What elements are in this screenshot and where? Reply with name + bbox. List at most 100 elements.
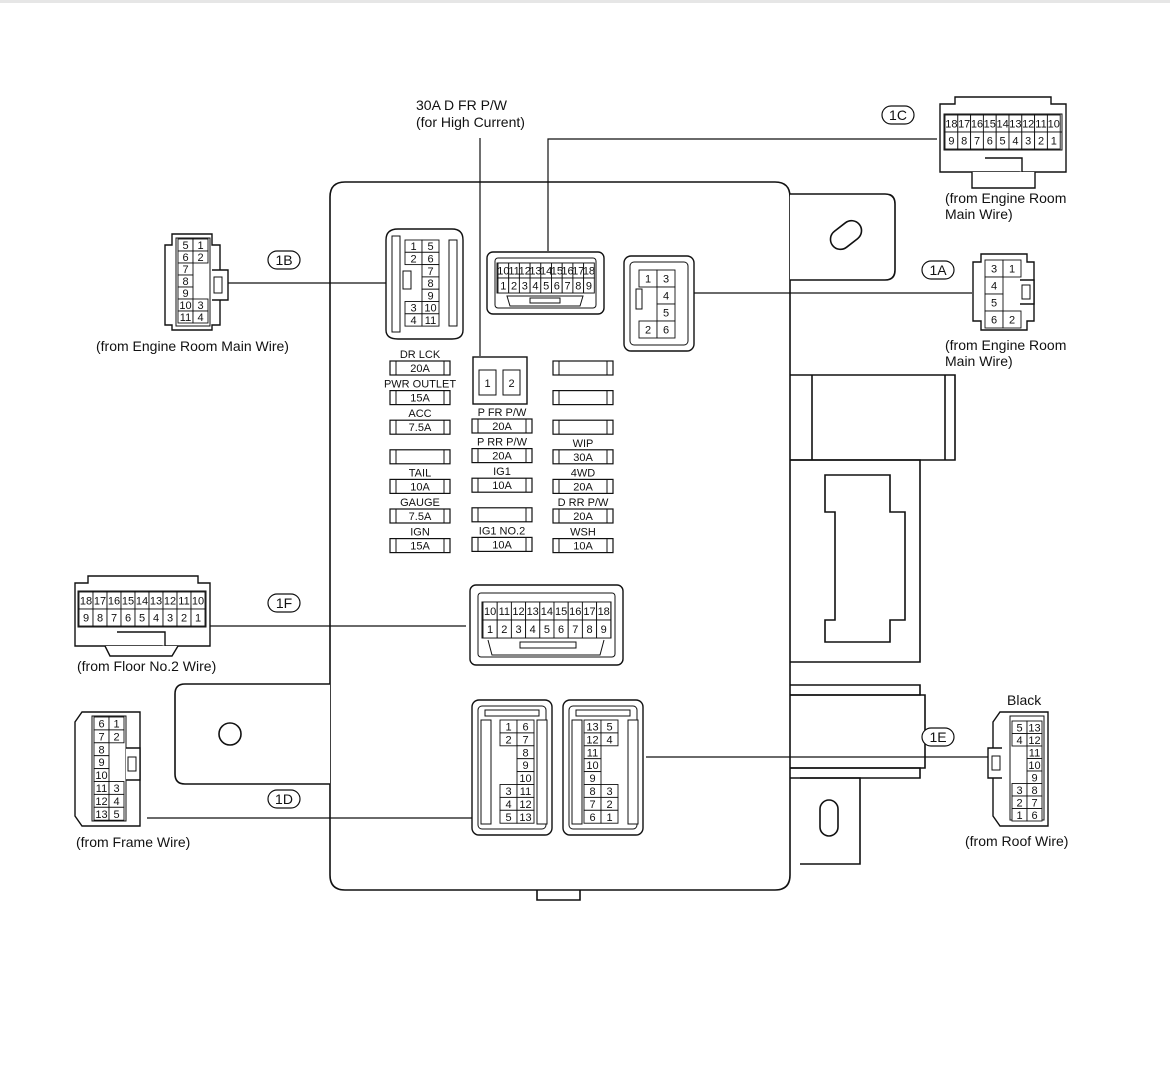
svg-text:1B: 1B: [275, 252, 292, 268]
connector-1b-pin-cell: [192, 250, 209, 264]
fuse-middle: [471, 448, 533, 464]
connector-1a-socket-pin: 1: [645, 274, 651, 286]
connector-1f-socket-pin: 15: [555, 606, 567, 618]
connector-1c-socket-pin: 10: [497, 266, 509, 278]
connector-1a-pin: 4: [991, 281, 997, 293]
fuse-left-rating: 20A: [410, 363, 430, 375]
fuse-middle-rating: 10A: [492, 539, 512, 551]
connector-1b-socket-pin: 9: [427, 290, 433, 302]
connector-1c-socket-pin: 8: [575, 281, 581, 293]
connector-1d-pin: 13: [95, 809, 107, 821]
connector-1c-pin: 17: [958, 119, 970, 131]
caption-1c-line-1: (from Engine Room: [945, 190, 1066, 206]
center-relay: 1 2: [472, 356, 528, 405]
top-label-line-2: (for High Current): [416, 114, 525, 130]
fuse-left-rating: 15A: [410, 393, 430, 405]
connector-1c-pin: 10: [1048, 119, 1060, 131]
fuse-middle: [471, 536, 533, 553]
connector-1b-socket-pin: 8: [427, 278, 433, 290]
connector-1f-pin: 9: [83, 613, 89, 625]
connector-1d-pin: 1: [113, 718, 119, 730]
fuse-middle-label: IG1: [493, 466, 511, 478]
connector-1c-pin: 12: [1022, 119, 1034, 131]
fuse-right-rating: 10A: [573, 541, 593, 553]
connector-1b-pin: 8: [182, 276, 188, 288]
caption-1d: (from Frame Wire): [76, 834, 190, 850]
connector-1f-pin: 12: [164, 596, 176, 608]
connector-1b-socket-pin-cell: [421, 313, 440, 327]
connector-1c-socket-pin: 5: [543, 281, 549, 293]
leader-lines: [147, 138, 992, 819]
connector-1b-socket-pin: 10: [424, 303, 436, 315]
fuse-middle: [471, 507, 533, 523]
svg-text:1D: 1D: [275, 791, 293, 807]
connector-1e-pin: 3: [1016, 785, 1022, 797]
fuse-left: [389, 419, 451, 435]
connector-1c-pin: 2: [1038, 136, 1044, 148]
connector-1d-pin: 7: [98, 731, 104, 743]
connector-1c-socket-pin: 17: [572, 266, 584, 278]
connector-1c-socket-pin: 1: [500, 281, 506, 293]
connector-1a-socket-pin: 3: [663, 274, 669, 286]
fuse-right-rating: 30A: [573, 452, 593, 464]
connector-1a-pin: 6: [991, 315, 997, 327]
fuse-left: [389, 478, 451, 494]
connector-1f-pin: 13: [150, 596, 162, 608]
fuse-left-label: PWR OUTLET: [384, 379, 456, 391]
connector-1e-socket-pin: 8: [589, 786, 595, 798]
connector-1f-pin: 17: [94, 596, 106, 608]
fuse-left: [389, 508, 451, 524]
connector-1d-pin-cell: [108, 806, 125, 821]
connector-1f-pin-cell: [190, 608, 206, 627]
connector-1c-socket-pin: 14: [540, 266, 552, 278]
connector-1c-pin: 7: [974, 136, 980, 148]
connector-1e-pin: 1: [1016, 810, 1022, 822]
connector-1f-pin: 15: [122, 596, 134, 608]
connector-1c-socket-pin: 6: [554, 281, 560, 293]
connector-1f-socket-pin: 4: [530, 624, 536, 636]
connector-1e-socket-pin-cell: [600, 732, 619, 747]
fuse-right: [552, 537, 614, 554]
fuse-middle-label: IG1 NO.2: [479, 525, 525, 537]
connector-1a-pin: 5: [991, 298, 997, 310]
caption-1e: (from Roof Wire): [965, 833, 1068, 849]
connector-1c-pin: 9: [948, 136, 954, 148]
connector-1d-pin-cell: [108, 729, 125, 744]
connector-1e-socket-pin: 13: [586, 721, 598, 733]
fuse-right: [552, 419, 614, 435]
connector-1b-socket-pin: 6: [427, 253, 433, 265]
connector-1f-pin: 7: [111, 613, 117, 625]
connector-1c-pin: 13: [1009, 119, 1021, 131]
connector-1b-socket-pin: 1: [410, 241, 416, 253]
connector-1e-pin: 11: [1029, 747, 1040, 759]
connector-1b-pin: 4: [197, 312, 203, 324]
fuse-left-rating: 10A: [410, 481, 430, 493]
connector-1c-pin: 4: [1012, 136, 1018, 148]
connector-1e-socket-pin: 3: [606, 786, 612, 798]
connector-reference-labels: 1C 1B 1A 1F 1E 1D: [267, 105, 955, 809]
ref-1a: 1A: [921, 260, 955, 280]
fuse-left-rating: 15A: [410, 541, 430, 553]
connector-1b-pin: 6: [182, 252, 188, 264]
connector-1f-pin: 16: [108, 596, 120, 608]
connector-1e-pin: 12: [1028, 735, 1040, 747]
connector-1c-pin: 11: [1035, 119, 1046, 131]
connector-1d-socket-pin: 9: [522, 760, 528, 772]
connector-1c-socket-pin: 9: [586, 281, 592, 293]
connector-1f-pin: 11: [178, 596, 189, 608]
connector-1e-pin: 10: [1028, 760, 1040, 772]
svg-text:1F: 1F: [276, 595, 292, 611]
connector-1f-pin: 8: [97, 613, 103, 625]
connector-1e-pin: 5: [1016, 722, 1022, 734]
connector-1c-pin: 8: [961, 136, 967, 148]
svg-text:1: 1: [484, 378, 490, 390]
